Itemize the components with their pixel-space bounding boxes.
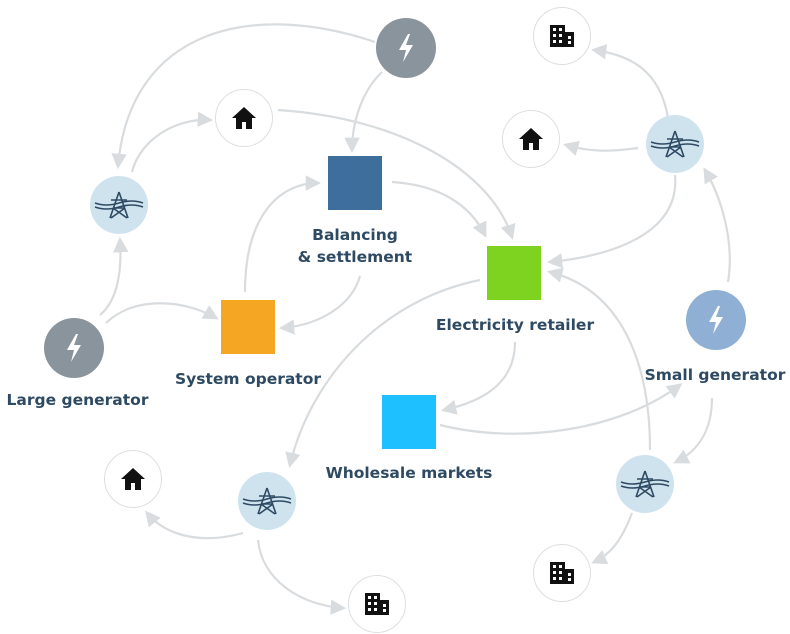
wholesale-markets-box: [382, 395, 436, 449]
flow-smallgen-to-bottomrightsub: [673, 397, 714, 464]
substation-left: [90, 176, 148, 234]
flow-rightsub-to-retailer: [546, 174, 677, 269]
building-icon: [365, 593, 389, 615]
large-generator-label: Large generator: [6, 391, 149, 409]
consumer-house-top: [215, 89, 273, 147]
generator-top: [376, 18, 436, 78]
flow-wholesale-to-smallgen: [439, 383, 683, 435]
small-generator-label: Small generator: [644, 366, 786, 384]
flow-smallgen-to-rightsub: [703, 167, 731, 283]
building-icon: [550, 25, 574, 47]
substation-right-top: [646, 115, 704, 173]
balancing-settlement-label: Balancing & settlement: [297, 226, 413, 266]
flow-bottomrightsub-to-building: [591, 512, 634, 565]
system-operator-label: System operator: [174, 370, 322, 388]
consumer-building-top-right: [533, 7, 591, 65]
flow-balancing-to-operator: [278, 275, 362, 335]
flow-topgen-to-balancing: [344, 71, 383, 154]
flow-retailer-to-midsub: [285, 278, 481, 468]
electricity-retailer-label: Electricity retailer: [435, 316, 595, 334]
wholesale-markets-label: Wholesale markets: [325, 464, 493, 482]
lightning-icon: [709, 306, 723, 334]
flow-retailer-to-wholesale: [440, 341, 517, 415]
building-icon: [550, 562, 574, 584]
flow-house-to-retailer: [277, 108, 516, 240]
lightning-icon: [399, 34, 413, 62]
flow-balancing-to-retailer: [391, 180, 487, 238]
substation-bottom-mid: [238, 472, 296, 530]
house-icon: [232, 107, 256, 129]
pylon-icon: [242, 487, 292, 515]
system-operator-box: [221, 300, 275, 354]
house-icon: [121, 468, 145, 490]
balancing-settlement-box: [328, 156, 382, 210]
consumer-house-bottom-left: [104, 450, 162, 508]
flow-midsub-to-house: [145, 510, 244, 540]
flow-largegen-to-operator: [105, 302, 219, 324]
consumer-building-bottom-mid: [348, 575, 406, 633]
pylon-icon: [94, 191, 144, 219]
flow-midsub-to-building: [256, 539, 347, 615]
flow-largegen-to-leftsub: [99, 236, 129, 316]
pylon-icon: [620, 470, 670, 498]
flow-bottomrightsub-to-retailer: [547, 267, 652, 451]
flow-topgen-to-leftsub: [111, 23, 376, 170]
consumer-building-bottom-right: [533, 544, 591, 602]
lightning-icon: [67, 334, 81, 362]
flow-operator-to-balancing: [243, 175, 322, 293]
flow-leftsub-to-house: [130, 111, 214, 173]
substation-bottom-right: [616, 455, 674, 513]
consumer-house-right: [502, 110, 560, 168]
electricity-retailer-box: [487, 246, 541, 300]
generator-small: [686, 290, 746, 350]
flow-rightsub-to-building: [590, 44, 670, 119]
generator-large: [44, 318, 104, 378]
house-icon: [519, 128, 543, 150]
pylon-icon: [650, 130, 700, 158]
flow-rightsub-to-house: [563, 141, 639, 156]
